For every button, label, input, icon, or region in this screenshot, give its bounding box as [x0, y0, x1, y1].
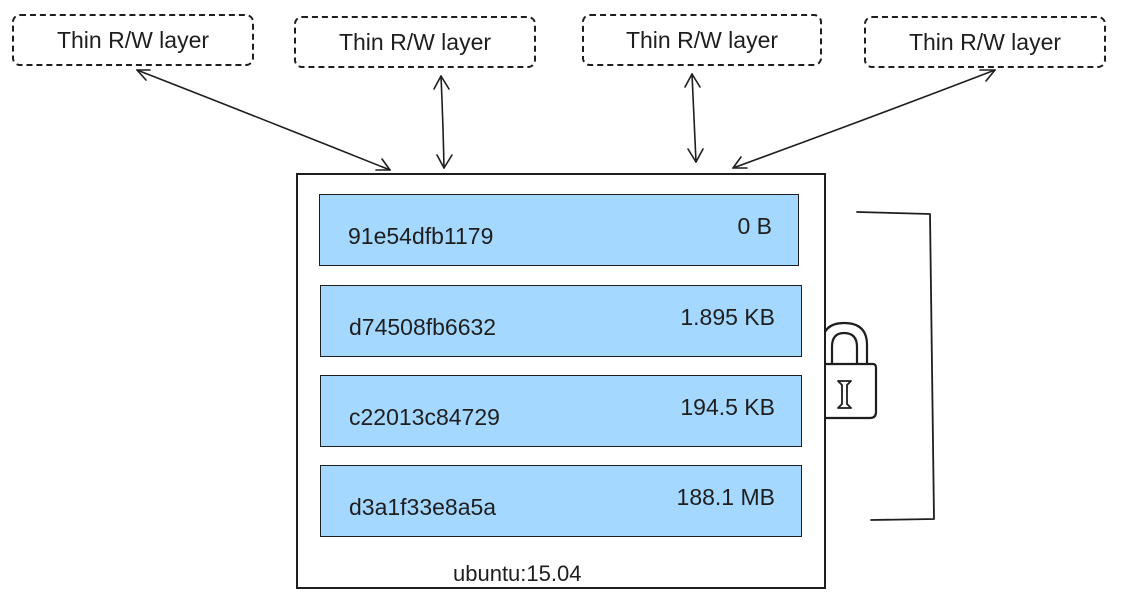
- rw-layer-label: Thin R/W layer: [625, 26, 779, 53]
- rw-layer-label: Thin R/W layer: [56, 26, 210, 53]
- layer-id: d3a1f33e8a5a: [349, 493, 497, 520]
- rw-layer-box: Thin R/W layer: [294, 16, 536, 68]
- image-layer: d3a1f33e8a5a 188.1 MB: [320, 465, 802, 537]
- arrow-rw2-to-image: [433, 75, 453, 169]
- image-layer: c22013c84729 194.5 KB: [320, 375, 802, 447]
- rw-layer-box: Thin R/W layer: [582, 14, 822, 66]
- arrow-rw3-to-image: [684, 73, 704, 163]
- layer-size: 1.895 KB: [680, 303, 775, 330]
- rw-layer-box: Thin R/W layer: [12, 14, 254, 66]
- layer-size: 188.1 MB: [676, 483, 775, 510]
- arrow-rw4-to-image: [732, 69, 996, 169]
- image-label: ubuntu:15.04: [453, 561, 582, 586]
- layer-id: 91e54dfb1179: [348, 222, 494, 249]
- layer-id: c22013c84729: [349, 403, 500, 430]
- rw-layer-box: Thin R/W layer: [864, 16, 1106, 68]
- read-only-bracket: [856, 211, 935, 521]
- layer-size: 194.5 KB: [680, 393, 775, 420]
- image-layer: 91e54dfb1179 0 B: [319, 194, 799, 266]
- image-layer: d74508fb6632 1.895 KB: [320, 285, 802, 357]
- rw-layer-label: Thin R/W layer: [338, 28, 492, 55]
- rw-layer-label: Thin R/W layer: [908, 28, 1062, 55]
- layer-id: d74508fb6632: [349, 313, 497, 340]
- layer-size: 0 B: [737, 212, 772, 239]
- arrow-rw1-to-image: [136, 69, 391, 171]
